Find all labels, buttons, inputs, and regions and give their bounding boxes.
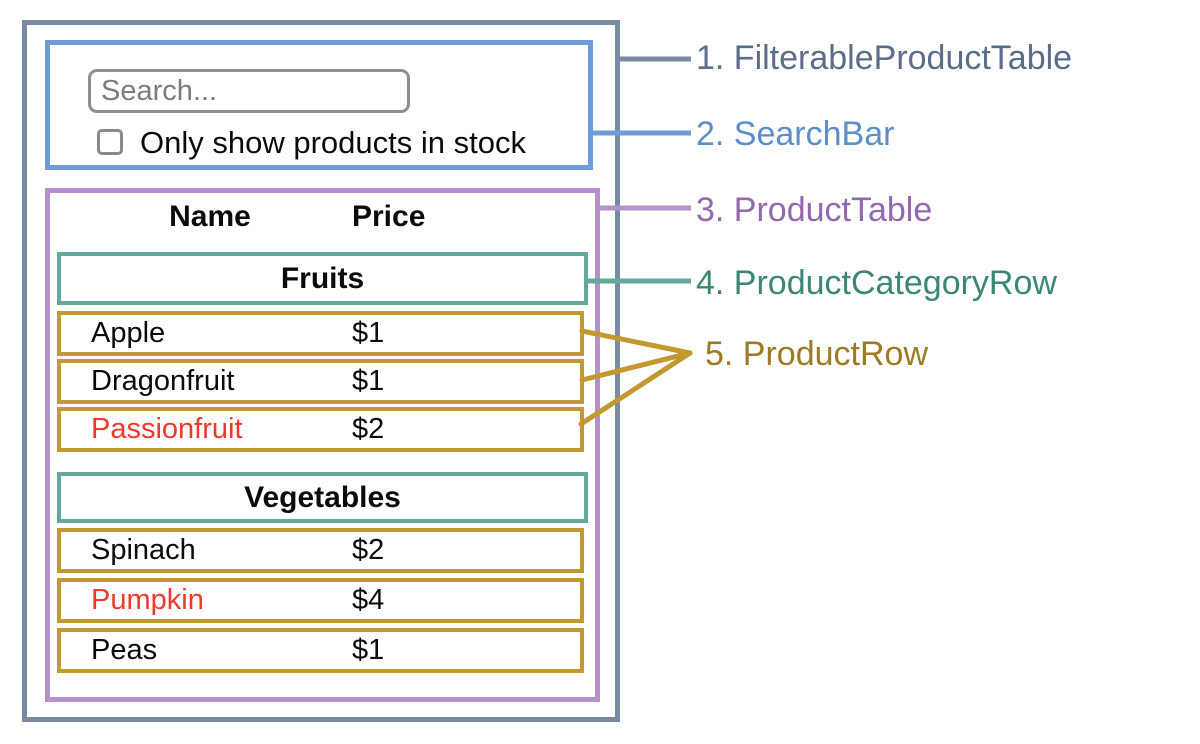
product-row-peas: Peas $1 (57, 628, 584, 673)
product-price: $2 (352, 534, 385, 566)
product-price: $1 (352, 365, 385, 397)
legend-product-category-row: 4. ProductCategoryRow (696, 264, 1057, 302)
product-name: Spinach (91, 534, 196, 566)
legend-product-table: 3. ProductTable (696, 191, 933, 229)
legend-filterable-product-table: 1. FilterableProductTable (696, 39, 1073, 77)
legend-product-row: 5. ProductRow (705, 335, 928, 373)
category-label: Vegetables (244, 480, 401, 514)
product-name: Pumpkin (91, 584, 204, 616)
category-row-vegetables: Vegetables (57, 472, 588, 523)
product-price: $2 (352, 413, 385, 445)
product-name: Peas (91, 634, 158, 666)
in-stock-checkbox-label: Only show products in stock (140, 125, 526, 160)
product-name: Apple (91, 317, 166, 349)
product-row-spinach: Spinach $2 (57, 528, 584, 573)
product-row-dragonfruit: Dragonfruit $1 (57, 359, 584, 404)
product-price: $4 (352, 584, 385, 616)
product-row-pumpkin: Pumpkin $4 (57, 578, 584, 623)
column-header-price: Price (352, 200, 426, 233)
product-row-passionfruit: Passionfruit $2 (57, 407, 584, 452)
product-row-apple: Apple $1 (57, 311, 584, 356)
column-header-name: Name (169, 200, 251, 233)
category-label: Fruits (280, 261, 365, 295)
product-name: Dragonfruit (91, 365, 235, 397)
legend-search-bar: 2. SearchBar (696, 115, 895, 153)
search-input[interactable] (88, 69, 410, 113)
product-price: $1 (352, 634, 385, 666)
product-price: $1 (352, 317, 385, 349)
in-stock-checkbox[interactable] (97, 129, 123, 155)
product-name: Passionfruit (91, 413, 243, 445)
category-row-fruits: Fruits (57, 252, 588, 305)
